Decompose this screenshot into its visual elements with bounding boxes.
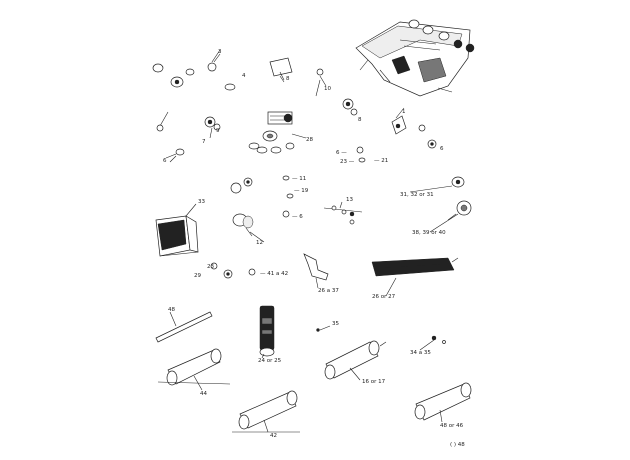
callout-8: 8: [286, 76, 290, 82]
seal-kit: [248, 111, 307, 154]
callout-26-27: 26 or 27: [372, 294, 396, 300]
callout-3: 3: [218, 49, 222, 55]
display-unit: [155, 215, 199, 257]
callout-41-42: — 41 a 42: [260, 271, 288, 277]
callout-31-32: 31, 32 or 31: [400, 192, 434, 198]
callout-23: 23 —: [340, 159, 355, 165]
callout-7: 7: [202, 139, 206, 145]
callout-1: 1: [402, 109, 406, 115]
callout-9: 9: [216, 128, 220, 134]
callout-42: 42: [270, 433, 277, 439]
callout-28: 28: [306, 137, 313, 143]
callout-19: — 19: [294, 188, 309, 194]
part-group-mid-left: [156, 111, 221, 163]
callout-35: 35: [332, 321, 339, 327]
cylinder-tool-42: [232, 390, 300, 433]
callout-labels: 3 4 8 10 8 7 9 1 6 28 6 6 — 23 — — 21 — …: [163, 49, 465, 448]
callout-4: 4: [242, 73, 246, 79]
bracket-part: [303, 253, 329, 281]
cartridge-part: [259, 305, 275, 357]
callout-6: 6 —: [336, 150, 347, 156]
callout-8: 8: [358, 117, 362, 123]
callout-6: 6: [440, 146, 444, 152]
callout-34-35: 34 a 35: [410, 350, 431, 356]
part-group-top-left: [152, 49, 327, 91]
cylinder-tool-45-46: [414, 382, 472, 421]
cylinder-tool-44: [157, 348, 231, 386]
callout-33: 33: [198, 199, 205, 205]
callout-48: 48: [168, 307, 175, 313]
callout-11: — 11: [292, 176, 306, 182]
callout-38-39-40: 38, 39 or 40: [412, 230, 446, 236]
callout-24-25: 24 or 25: [258, 358, 282, 364]
callout-29: 29: [194, 273, 201, 279]
callout-23: 23: [207, 264, 214, 270]
main-housing-assembly: [355, 19, 475, 97]
part-group-small-bottom: [316, 328, 446, 344]
rod-part: [155, 311, 213, 343]
long-plate: [371, 257, 459, 277]
callout-6: 6: [163, 158, 167, 164]
callout-45-46: 48 or 46: [440, 423, 464, 429]
figure-code: ( ) 48: [450, 442, 465, 448]
callout-26-37: 26 a 37: [318, 288, 339, 294]
callout-21: — 21: [374, 158, 388, 164]
cylinder-tool-16-17: [324, 340, 387, 380]
callout-10: 10: [324, 86, 331, 92]
callout-6: — 6: [292, 214, 303, 220]
part-group-hardware: [210, 262, 256, 279]
callout-13: 13: [346, 197, 353, 203]
leader-lines: [165, 53, 459, 433]
part-group-mid-right: [342, 98, 437, 163]
callout-44: 44: [200, 391, 207, 397]
callout-12: 12: [256, 240, 263, 246]
callout-16-17: 16 or 17: [362, 379, 386, 385]
part-group-right: [447, 176, 472, 221]
part-13-assembly: [323, 205, 363, 225]
part-group-center: [230, 175, 294, 237]
